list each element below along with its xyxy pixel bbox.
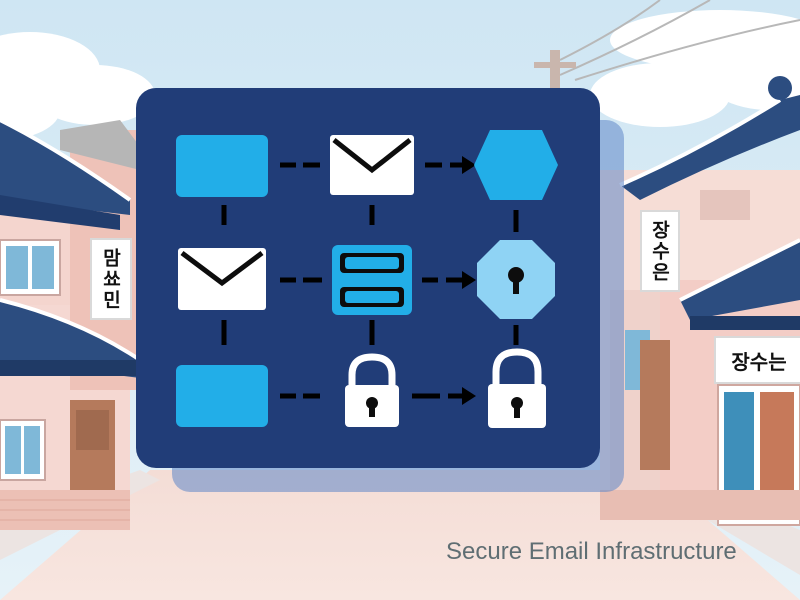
caption: Secure Email Infrastructure [446, 538, 737, 565]
padlock-icon [345, 353, 399, 427]
power-lines [559, 0, 800, 81]
arrowhead-1 [462, 156, 476, 174]
left-houses [0, 118, 150, 530]
arrowhead-2 [462, 271, 476, 289]
envelope-icon [178, 248, 266, 310]
envelope-icon [330, 135, 414, 195]
node-rect-bottom [176, 365, 268, 427]
shop-sign-right-horizontal: 장수는 [714, 336, 800, 384]
shop-sign-right-vertical: 장수은 [640, 210, 680, 292]
right-houses [600, 76, 800, 526]
padlock-icon [488, 348, 546, 428]
diagram-connectors [221, 162, 519, 399]
arrowhead-3 [462, 387, 476, 405]
server-icon [332, 245, 412, 315]
node-rect-top [176, 135, 268, 197]
arrowheads [462, 156, 476, 405]
utility-pole [550, 50, 560, 110]
hexagon-icon [474, 130, 558, 200]
keyhole-octagon-icon [477, 240, 555, 319]
shop-sign-left: 맘쑈민 [90, 238, 132, 320]
